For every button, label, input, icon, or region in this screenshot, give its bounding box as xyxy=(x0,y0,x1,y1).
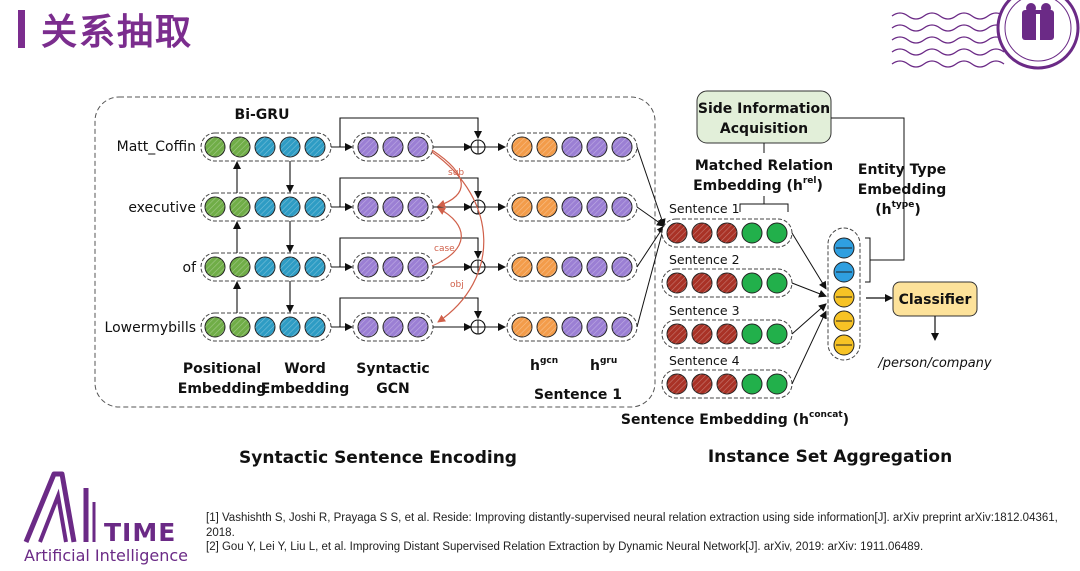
entity-type-connector xyxy=(831,117,905,261)
skip-connection xyxy=(331,237,482,268)
matched-rel-label: Embedding (hrel) xyxy=(693,176,823,194)
to-aggregate-arrow xyxy=(791,310,827,385)
edge-label-obj: obj xyxy=(450,280,464,290)
sentence-emb-label: Sentence Embedding (hconcat) xyxy=(621,410,849,428)
gcn-label: Syntactic xyxy=(356,361,429,377)
dependency-edges: sub case obj xyxy=(431,149,485,323)
type-bracket xyxy=(865,237,871,283)
header-decoration xyxy=(891,12,1005,68)
classifier-label: Classifier xyxy=(899,292,972,308)
gcn-label: GCN xyxy=(376,381,409,397)
rel-node xyxy=(741,222,763,244)
slide-title: 关系抽取 xyxy=(18,5,193,53)
sentence-label: Sentence 1 xyxy=(669,201,740,216)
reference-item: [2] Gou Y, Lei Y, Liu L, et al. Improvin… xyxy=(206,541,924,553)
rel-node xyxy=(741,323,763,345)
edge-label-sub: sub xyxy=(448,168,464,178)
rel-node xyxy=(741,272,763,294)
rel-node xyxy=(766,222,788,244)
rel-node xyxy=(741,373,763,395)
entity-type-label: (htype) xyxy=(875,200,921,218)
word-label: Lowermybills xyxy=(105,320,196,336)
matched-rel-bracket xyxy=(739,196,789,212)
positional-label: Positional xyxy=(183,361,261,377)
to-sentence-arrow xyxy=(636,146,666,227)
logo-time-text: TIME xyxy=(104,518,177,547)
word-label: Matt_Coffin xyxy=(117,139,196,155)
positional-label: Embedding xyxy=(178,381,267,397)
to-aggregate-arrow xyxy=(791,232,827,290)
sentence-label: Sentence 2 xyxy=(669,252,740,267)
section-right-heading: Instance Set Aggregation xyxy=(708,447,952,467)
h-gcn-label: hgcn xyxy=(530,356,558,374)
logo-subtitle: Artificial Intelligence xyxy=(24,546,188,565)
matched-rel-label: Matched Relation xyxy=(695,158,833,174)
rel-node xyxy=(766,272,788,294)
section-left-heading: Syntactic Sentence Encoding xyxy=(239,448,517,468)
to-aggregate-arrow xyxy=(791,282,827,298)
sentence1-label: Sentence 1 xyxy=(534,387,622,403)
side-info-label: Side Information xyxy=(698,101,830,117)
page-title: 关系抽取 xyxy=(41,12,194,53)
skip-connection xyxy=(331,117,482,148)
to-sentence-arrow xyxy=(636,206,665,227)
aitime-logo-mark xyxy=(23,471,96,543)
reference-item: [1] Vashishth S, Joshi R, Prayaga S S, e… xyxy=(206,512,1058,539)
to-sentence-arrow xyxy=(636,225,667,328)
sentence-label: Sentence 4 xyxy=(669,353,740,368)
token-rows xyxy=(200,117,667,342)
bigru-label: Bi-GRU xyxy=(235,107,290,123)
h-gru-label: hgru xyxy=(590,356,617,374)
references: [1] Vashishth S, Joshi R, Prayaga S S, e… xyxy=(206,511,1066,555)
to-sentence-arrow xyxy=(636,225,665,268)
title-accent-bar xyxy=(18,10,25,48)
entity-type-label: Entity Type xyxy=(858,162,946,178)
science-debate-logo xyxy=(996,0,1080,70)
side-info-label: Acquisition xyxy=(720,121,808,137)
skip-connection xyxy=(331,177,482,208)
output-label: /person/company xyxy=(877,356,992,371)
edge-label-case: case xyxy=(434,244,455,254)
rel-node xyxy=(766,323,788,345)
entity-type-label: Embedding xyxy=(858,182,947,198)
sentence-label: Sentence 3 xyxy=(669,303,740,318)
skip-connection xyxy=(331,297,482,328)
word-emb-label: Word xyxy=(284,361,326,377)
sentence-embeddings xyxy=(661,218,827,399)
encoding-group-box xyxy=(94,96,656,408)
word-label: of xyxy=(183,260,198,276)
to-aggregate-arrow xyxy=(791,303,827,335)
word-label: executive xyxy=(128,200,196,216)
aggregated-vector xyxy=(827,227,861,361)
word-emb-label: Embedding xyxy=(261,381,350,397)
rel-node xyxy=(766,373,788,395)
